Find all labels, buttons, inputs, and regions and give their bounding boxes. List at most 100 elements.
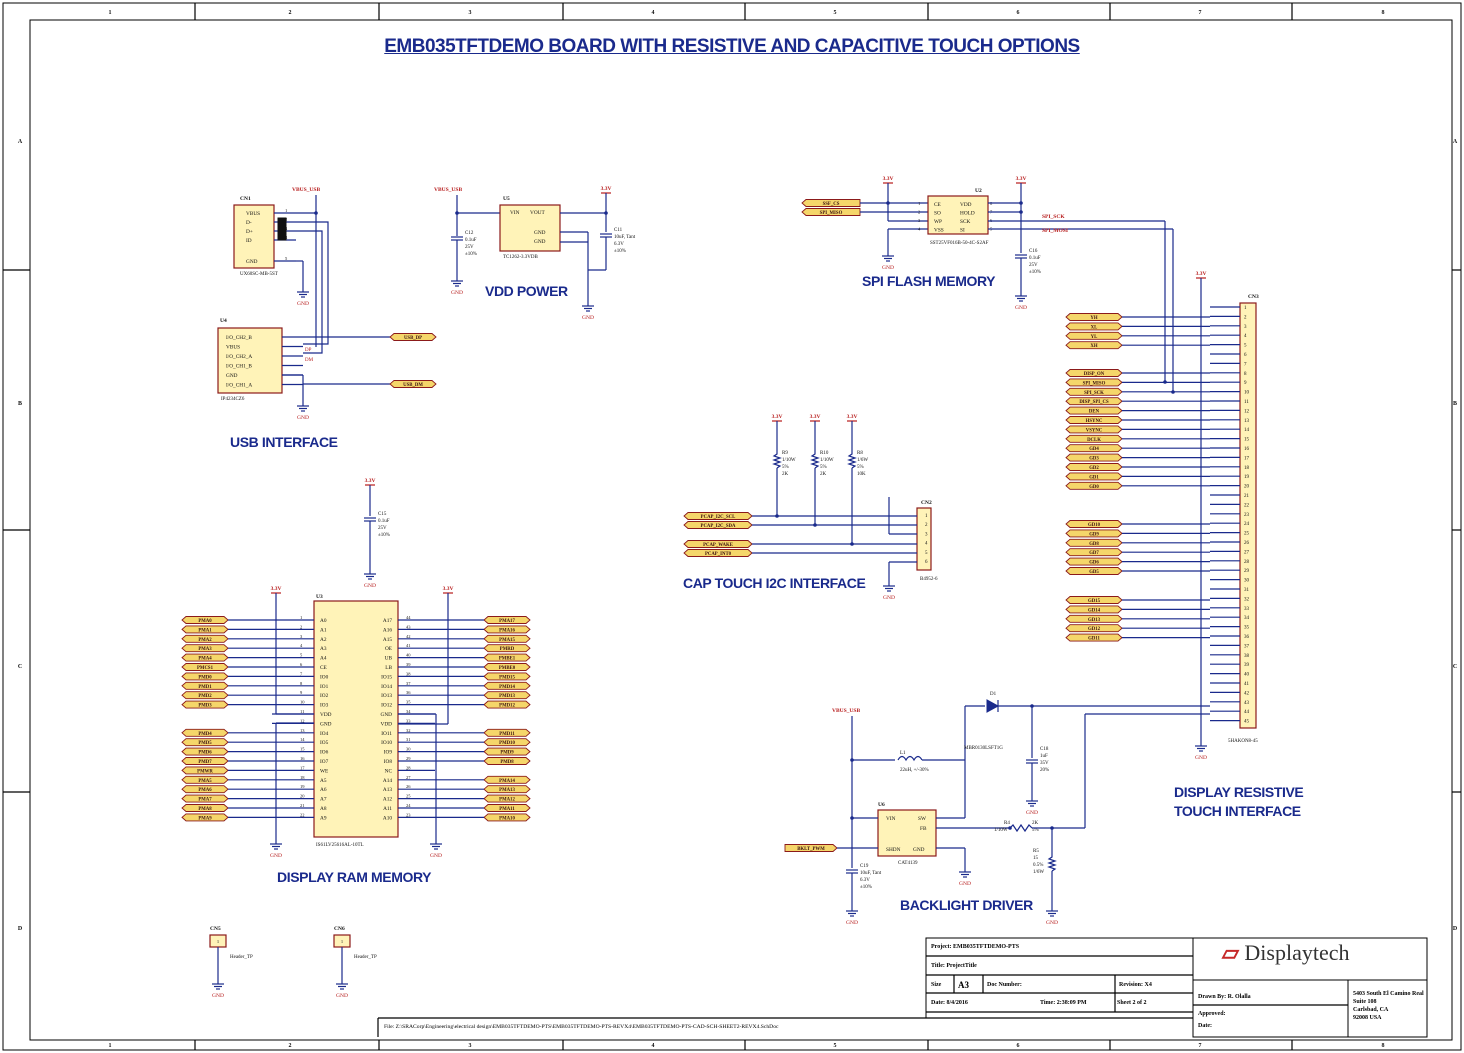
u4-pin: GND — [226, 373, 238, 379]
u3-pin-right: IO11 — [381, 731, 392, 737]
tb-size-label: Size — [931, 982, 942, 988]
u3-pin-right: A13 — [383, 787, 392, 793]
junction-dot — [850, 758, 854, 762]
tb-project: Project: EMB035TFTDEMO-PTS — [931, 944, 1020, 950]
cn3-pin-number: 28 — [1244, 560, 1250, 565]
gnd-label: GND — [336, 993, 348, 999]
cn3-pin-number: 7 — [1244, 362, 1247, 367]
u3-pin-left: A5 — [320, 778, 327, 784]
net-label-text: PMD4 — [198, 732, 212, 737]
cn5-part: Header_TP — [230, 955, 253, 960]
r5-value: 1/6W — [1033, 870, 1044, 875]
cap-value: 25V — [1029, 263, 1038, 268]
cn3-pin-number: 14 — [1244, 428, 1250, 433]
pin-number: 5 — [300, 653, 303, 658]
disp-net-b — [1065, 425, 1123, 434]
power-label: 3.3V — [601, 186, 612, 192]
u3-pin-left: WE — [320, 768, 328, 774]
cn3-pin-number: 2 — [1244, 315, 1247, 320]
cn2-pin: 1 — [925, 514, 928, 519]
cn1-pin: GND — [246, 259, 258, 265]
u6-ref: U6 — [878, 802, 885, 808]
tb-approved: Approved: — [1198, 1011, 1226, 1017]
net-label-text: GD1 — [1089, 475, 1099, 480]
net-label-text: DISP_ON — [1084, 372, 1105, 377]
zone-col-label: 3 — [469, 10, 472, 16]
net-label-text: PMD12 — [499, 704, 515, 709]
u3-pin-right: VDD — [381, 721, 393, 727]
pin-number: 38 — [406, 671, 411, 676]
net-label-text: GD9 — [1089, 532, 1099, 537]
net-label-text: PMA16 — [499, 628, 515, 633]
cn3-pin-number: 23 — [1244, 513, 1250, 518]
ram-net-left — [181, 738, 229, 747]
gnd-label: GND — [882, 265, 894, 271]
disp-net-a — [1065, 331, 1123, 340]
zone-row-label-right: A — [1453, 139, 1458, 145]
u2-pin-right: SCK — [960, 219, 970, 225]
cap-value: C12 — [465, 231, 474, 236]
resistor-r5 — [1047, 855, 1057, 872]
u2-pin-left: VSS — [934, 228, 944, 234]
ram-net-left — [181, 804, 229, 812]
cn2-pin: 6 — [925, 560, 928, 565]
cap-value: 10uF, Tant — [614, 235, 636, 240]
u4-ref: U4 — [220, 318, 227, 324]
net-label-text: GD13 — [1088, 618, 1101, 623]
net-label-text: PMD15 — [499, 675, 515, 680]
pin-number: 39 — [406, 662, 411, 667]
tb-file: File: Z:\SRACorp\Engineering\electrical … — [384, 1024, 779, 1030]
power-label: 3.3V — [847, 414, 858, 420]
title-block — [925, 937, 1194, 1019]
pin-number: 2 — [918, 210, 920, 215]
cn3-pin-number: 33 — [1244, 607, 1250, 612]
net-label-text: GD7 — [1089, 551, 1099, 556]
net-label-text: PMD10 — [499, 741, 515, 746]
pin-number: 28 — [406, 765, 411, 770]
tb-date: Date: 8/4/2016 — [931, 1000, 968, 1006]
ram-net-left — [181, 757, 229, 765]
cn3-pin-number: 18 — [1244, 466, 1250, 471]
u3-pin-left: VDD — [320, 712, 332, 718]
junction-dot — [813, 523, 817, 527]
cap-value: 25V — [378, 526, 387, 531]
u3-pin-right: GND — [381, 712, 393, 718]
cn3-pin-number: 43 — [1244, 701, 1250, 706]
u2-pin-right: VDD — [960, 202, 972, 208]
pin-number: 33 — [406, 718, 411, 723]
disp-net-b — [1065, 434, 1123, 443]
u3-pin-left: A3 — [320, 646, 327, 652]
r4-value: 1/10W — [994, 828, 1008, 833]
disp-net-d — [1065, 614, 1123, 623]
gnd-label: GND — [883, 595, 895, 601]
pullup-resistor — [772, 452, 782, 469]
res-value: 1/10W — [782, 458, 796, 463]
ram-net-left — [181, 728, 229, 737]
pin-number: 37 — [406, 681, 411, 686]
pullup-resistor — [810, 452, 820, 469]
u2-body — [927, 195, 989, 235]
u3-pin-right: A14 — [383, 778, 392, 784]
cn2-pin: 2 — [925, 523, 928, 528]
u3-pin-left: A0 — [320, 618, 327, 624]
u4-part: IP4234CZ6 — [221, 397, 245, 402]
disp-net-c — [1065, 529, 1123, 538]
net-label-text: XL — [1091, 325, 1098, 330]
gnd-label: GND — [212, 993, 224, 999]
pin-number: 2 — [300, 624, 302, 629]
res-value: 2K — [820, 472, 827, 477]
gnd-label: GND — [270, 853, 282, 859]
cn3-pin-number: 8 — [1244, 372, 1247, 377]
net-label-text: PMA10 — [499, 816, 515, 821]
u4-pin: I/O_CH2_B — [226, 335, 252, 341]
cn2-pin: 5 — [925, 551, 928, 556]
net-label-text: PCAP_I2C_SCL — [701, 515, 736, 520]
u3-pin-right: IO12 — [381, 703, 392, 709]
usb-dp-net — [389, 333, 437, 341]
ram-net-left — [181, 663, 229, 671]
res-value: 5% — [820, 465, 827, 470]
cap-value: ±10% — [860, 885, 872, 890]
net-label-text: PMD7 — [198, 760, 212, 765]
